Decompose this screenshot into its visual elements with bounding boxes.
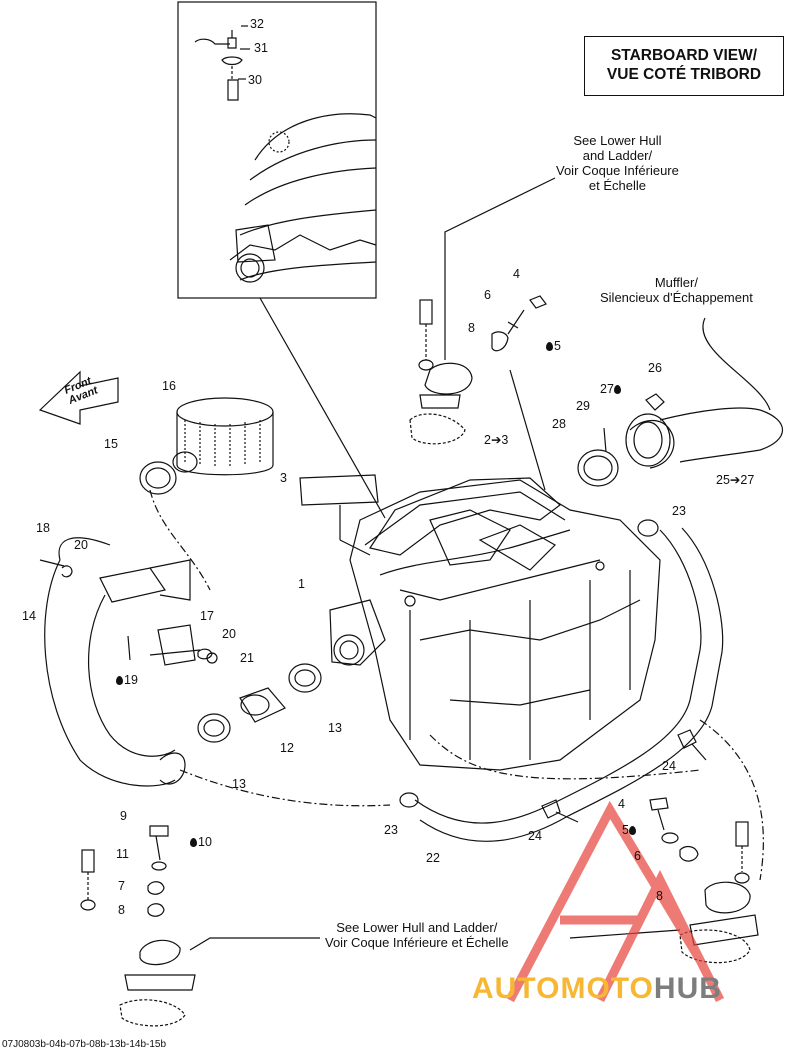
oil-drop-icon [628,826,636,835]
callout-24b: 24 [528,829,542,843]
callout-12: 12 [280,741,294,755]
callout-11: 11 [116,847,129,861]
callout-16: 16 [162,379,176,393]
callout-29: 29 [576,399,590,413]
note-lower-hull-bottom: See Lower Hull and Ladder/ Voir Coque In… [325,920,509,950]
callout-9: 9 [120,809,127,823]
callout-3: 3 [280,471,287,485]
callout-19: 19 [116,674,138,687]
callout-27: 27 [600,383,622,396]
callout-4: 4 [513,267,520,281]
callout-17: 17 [200,609,214,623]
callout-22: 22 [426,851,440,865]
callout-13b: 13 [232,777,246,791]
air-filter [176,397,274,427]
note-lower-hull-top: See Lower Hull and Ladder/ Voir Coque In… [556,133,679,193]
callout-15: 15 [104,437,118,451]
view-title-line1: STARBOARD VIEW/ [610,47,758,64]
note-muffler: Muffler/ Silencieux d'Échappement [600,275,753,305]
callout-6: 6 [484,288,491,302]
callout-18: 18 [36,521,50,535]
callout-20b: 20 [222,627,236,641]
callout-32: 32 [250,17,264,31]
callout-5: 5 [546,340,561,353]
callout-2: 2➔3 [484,433,509,447]
drawing-code: 07J0803b-04b-07b-08b-13b-14b-15b [2,1039,167,1050]
callout-8: 8 [468,321,475,335]
front-arrow-shape [38,370,119,425]
watermark-text: AUTOMOTOHUB [472,972,722,1005]
callout-31: 31 [254,41,268,55]
callout-20: 20 [74,538,88,552]
view-title-line2: VUE COTÉ TRIBORD [606,66,762,83]
callout-6b: 6 [634,849,641,863]
callout-23b: 23 [384,823,398,837]
engine-block [349,479,661,771]
callout-8b: 8 [118,903,125,917]
callout-25: 25➔27 [716,473,755,487]
oil-drop-icon [613,385,621,394]
exhaust-tube [44,537,176,787]
callout-7: 7 [118,879,125,893]
callout-23: 23 [672,504,686,518]
detail-inset-frame [177,1,377,299]
oil-drop-icon [116,676,123,685]
callout-21: 21 [240,651,254,665]
callout-5b: 5 [622,824,637,837]
callout-24a: 24 [662,759,676,773]
callout-30: 30 [248,73,262,87]
callout-4b: 4 [618,797,625,811]
callout-13a: 13 [328,721,342,735]
callout-8c: 8 [656,889,663,903]
callout-28: 28 [552,417,566,431]
watermark-logo [506,800,725,1003]
oil-drop-icon [546,342,553,351]
exhaust-hose [629,407,784,469]
callout-10: 10 [190,836,212,849]
callout-14: 14 [22,609,36,623]
oil-drop-icon [190,838,197,847]
callout-26: 26 [648,361,662,375]
callout-1: 1 [298,577,305,591]
view-title-box: STARBOARD VIEW/ VUE COTÉ TRIBORD [584,36,784,96]
